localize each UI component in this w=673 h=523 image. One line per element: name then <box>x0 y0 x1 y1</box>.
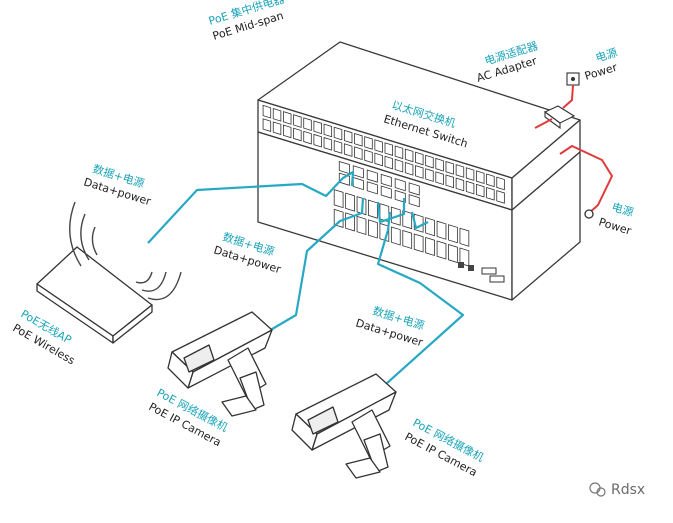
port <box>445 161 454 175</box>
port <box>384 142 394 156</box>
ip-camera-2 <box>291 373 397 479</box>
port <box>486 173 495 188</box>
port <box>394 178 406 192</box>
port <box>366 169 378 183</box>
port <box>345 192 355 212</box>
wechat-icon <box>589 482 601 494</box>
port <box>425 154 434 169</box>
port <box>333 189 344 209</box>
port <box>390 226 401 246</box>
port <box>343 143 353 157</box>
port <box>282 111 292 125</box>
power-outlet-right <box>584 209 594 219</box>
port <box>415 151 424 166</box>
port <box>380 173 392 187</box>
port <box>445 174 454 189</box>
port <box>293 127 302 142</box>
port <box>415 165 424 179</box>
port <box>455 177 465 192</box>
port <box>486 186 495 201</box>
watermark: Rdsx <box>589 482 645 498</box>
port <box>354 132 363 147</box>
ac-adapter <box>543 105 576 130</box>
port <box>448 243 458 264</box>
port <box>476 170 485 185</box>
port <box>425 168 434 182</box>
port <box>394 158 404 173</box>
port <box>408 182 420 196</box>
port <box>354 146 363 161</box>
port <box>368 199 378 219</box>
port <box>368 219 378 239</box>
switch-status-leds <box>458 262 505 283</box>
port <box>476 183 485 198</box>
port <box>343 129 353 144</box>
port <box>448 224 458 244</box>
port <box>459 227 470 247</box>
power-right-label-cn: 电源 <box>610 199 635 219</box>
port <box>374 139 383 153</box>
port-grid <box>262 104 505 267</box>
ip-camera-1 <box>167 311 273 417</box>
port <box>323 137 333 151</box>
port <box>455 164 465 178</box>
watermark-text: Rdsx <box>611 482 645 498</box>
port <box>303 117 312 132</box>
port <box>374 152 383 167</box>
port <box>333 140 343 154</box>
port <box>272 107 282 122</box>
wifi-waves-icon <box>69 201 182 301</box>
port <box>384 155 394 170</box>
power-right-label-en: Power <box>597 215 633 237</box>
port <box>272 121 282 136</box>
port <box>333 126 343 141</box>
port <box>435 171 444 186</box>
port <box>402 210 413 230</box>
port <box>465 167 475 181</box>
port <box>394 189 406 203</box>
port <box>364 149 373 164</box>
port <box>394 145 404 160</box>
port <box>356 215 367 235</box>
power-cables <box>534 84 614 215</box>
port <box>293 114 302 128</box>
port <box>496 176 505 191</box>
power-top-label-cn: 电源 <box>594 45 619 65</box>
port <box>323 123 333 138</box>
port <box>408 194 420 208</box>
wireless-ap <box>36 246 153 344</box>
port <box>425 217 435 237</box>
port <box>282 124 292 139</box>
port <box>262 104 272 119</box>
port <box>303 130 312 145</box>
port <box>404 161 414 176</box>
port <box>465 180 475 195</box>
port <box>404 148 414 163</box>
port <box>496 190 505 204</box>
port <box>436 240 447 260</box>
port <box>380 185 392 199</box>
port <box>262 118 272 132</box>
data-cables <box>147 170 465 385</box>
port <box>366 181 378 195</box>
port <box>413 233 424 253</box>
port <box>313 133 322 148</box>
port <box>436 220 447 240</box>
port <box>313 120 322 135</box>
port <box>402 229 413 250</box>
port <box>364 136 373 150</box>
port <box>425 236 435 257</box>
port <box>435 157 444 172</box>
power-outlet-top <box>566 72 580 86</box>
power-top-label-en: Power <box>583 61 619 83</box>
